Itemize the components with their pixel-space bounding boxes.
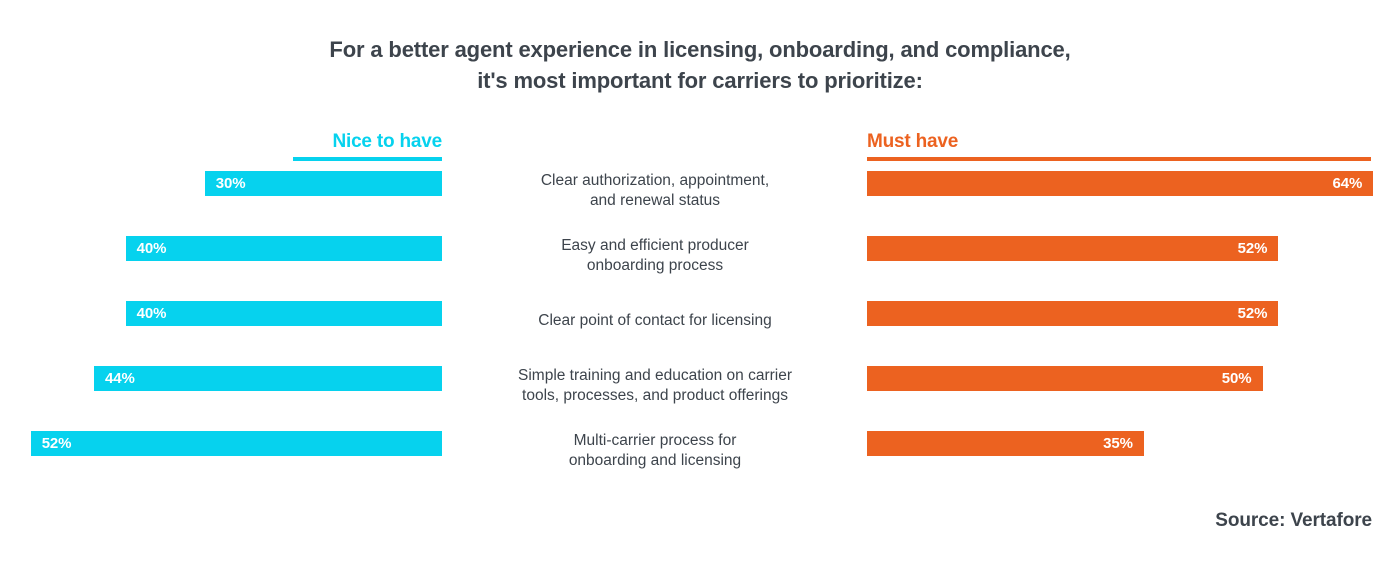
must-have-track: 64% xyxy=(867,158,1387,223)
must-have-bar[interactable]: 50% xyxy=(867,366,1263,391)
nice-to-have-track: 52% xyxy=(0,418,442,483)
nice-to-have-bar[interactable]: 30% xyxy=(204,171,442,196)
chart-row: 52% Multi-carrier process for onboarding… xyxy=(0,418,1400,483)
chart-row: 40% Clear point of contact for licensing… xyxy=(0,288,1400,353)
must-have-bar[interactable]: 52% xyxy=(867,301,1279,326)
bar-value-label: 35% xyxy=(1103,435,1133,452)
row-category-label: Multi-carrier process for onboarding and… xyxy=(568,431,742,469)
must-have-bar[interactable]: 52% xyxy=(867,236,1279,261)
chart-row: 40% Easy and efficient producer onboardi… xyxy=(0,223,1400,288)
nice-to-have-track: 40% xyxy=(0,223,442,288)
bar-value-label: 52% xyxy=(41,435,72,452)
bar-value-label: 50% xyxy=(1221,370,1252,387)
must-have-bar[interactable]: 35% xyxy=(867,431,1144,456)
legend-must-have-rule xyxy=(867,157,1371,161)
legend-must-have: Must have xyxy=(867,131,959,152)
nice-to-have-bar[interactable]: 52% xyxy=(30,431,442,456)
legend-nice-to-have: Nice to have xyxy=(332,131,442,152)
must-have-track: 52% xyxy=(867,288,1387,353)
chart-title: For a better agent experience in licensi… xyxy=(329,37,1071,93)
chart-row: 30% Clear authorization, appointment, an… xyxy=(0,158,1400,223)
bar-value-label: 44% xyxy=(104,370,135,387)
bar-value-label: 40% xyxy=(136,240,167,257)
bar-value-label: 30% xyxy=(215,175,246,192)
bar-value-label: 52% xyxy=(1237,305,1268,322)
row-category-label: Clear point of contact for licensing xyxy=(538,311,772,329)
nice-to-have-bar[interactable]: 40% xyxy=(125,301,442,326)
bar-value-label: 40% xyxy=(136,305,167,322)
nice-to-have-bar[interactable]: 44% xyxy=(93,366,442,391)
chart-rows: 30% Clear authorization, appointment, an… xyxy=(0,158,1400,483)
nice-to-have-bar[interactable]: 40% xyxy=(125,236,442,261)
nice-to-have-track: 30% xyxy=(0,158,442,223)
row-category-label: Easy and efficient producer onboarding p… xyxy=(561,236,749,274)
source-attribution: Source: Vertafore xyxy=(1215,510,1372,531)
nice-to-have-track: 44% xyxy=(0,353,442,418)
must-have-track: 52% xyxy=(867,223,1387,288)
nice-to-have-track: 40% xyxy=(0,288,442,353)
must-have-track: 35% xyxy=(867,418,1387,483)
row-category-label: Simple training and education on carrier… xyxy=(518,366,792,404)
row-category-label: Clear authorization, appointment, and re… xyxy=(540,171,770,209)
bar-value-label: 52% xyxy=(1237,240,1268,257)
bar-value-label: 64% xyxy=(1332,175,1363,192)
must-have-track: 50% xyxy=(867,353,1387,418)
must-have-bar[interactable]: 64% xyxy=(867,171,1374,196)
legend-nice-to-have-rule xyxy=(293,157,442,161)
chart-row: 44% Simple training and education on car… xyxy=(0,353,1400,418)
